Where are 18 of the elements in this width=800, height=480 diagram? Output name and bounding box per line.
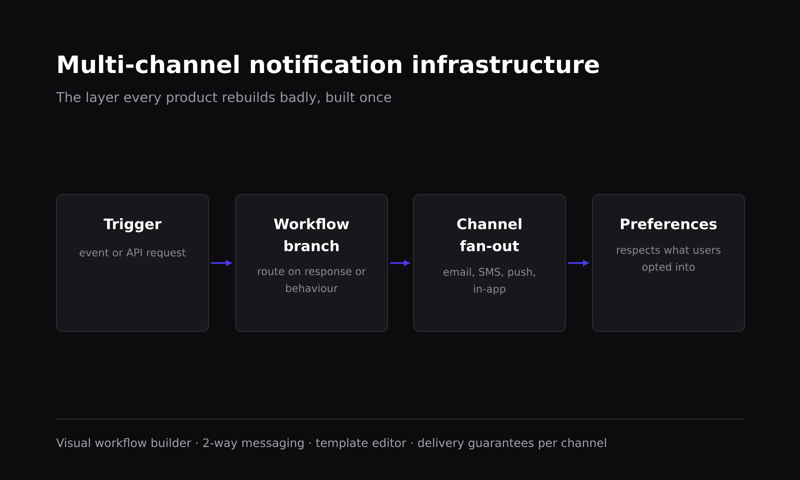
- step-title: Preferences: [620, 218, 717, 230]
- step-title: Workflow branch: [274, 218, 350, 252]
- step-description: event or API request: [80, 248, 186, 258]
- step-description: email, SMS, push, in-app: [444, 268, 536, 295]
- step-title: Channel fan-out: [457, 218, 522, 252]
- step-title: Trigger: [104, 218, 162, 232]
- step-description: route on response or behaviour: [258, 268, 366, 292]
- step-card: [56, 194, 209, 332]
- subtitle: The layer every product rebuilds badly, built once: [56, 92, 392, 105]
- step-card: [413, 194, 566, 332]
- arrow: [568, 260, 588, 266]
- arrow: [390, 260, 410, 266]
- step-description: respects what users opted into: [616, 246, 720, 273]
- step-card: [592, 194, 745, 332]
- footer-text: Visual workflow builder · 2-way messaging · template editor · delivery guarantees per channel: [56, 438, 606, 450]
- arrow: [211, 260, 232, 266]
- step-card: [235, 194, 388, 332]
- title: Multi-channel notification infrastructure: [58, 54, 599, 74]
